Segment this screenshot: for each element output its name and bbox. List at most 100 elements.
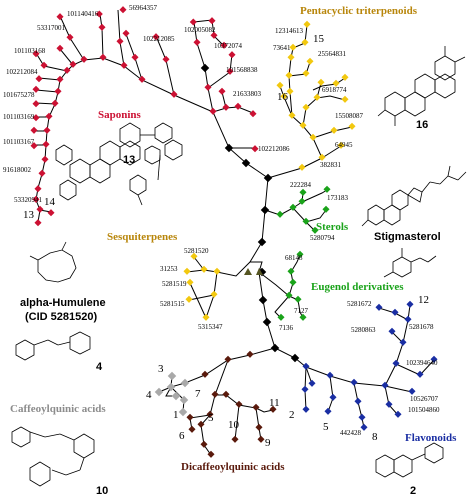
triterpenoid-node[interactable] <box>287 53 295 61</box>
core-node[interactable] <box>290 353 300 363</box>
node-13[interactable] <box>34 219 42 227</box>
eugenol-node[interactable] <box>296 250 304 258</box>
saponin-node[interactable] <box>99 53 107 61</box>
flavonoid-node[interactable] <box>416 370 424 378</box>
saponin-node[interactable] <box>131 53 139 61</box>
dicaffeoyl-node[interactable] <box>200 440 208 448</box>
saponin-node[interactable] <box>45 112 53 120</box>
triterpenoid-node[interactable] <box>302 69 310 77</box>
saponin-node[interactable] <box>36 205 44 213</box>
saponin-node[interactable] <box>162 55 170 63</box>
saponin-node[interactable] <box>138 75 146 83</box>
flavonoid-node[interactable] <box>406 300 414 308</box>
core-node[interactable] <box>258 295 268 305</box>
triterpenoid-node[interactable] <box>309 133 317 141</box>
saponin-node[interactable] <box>54 87 62 95</box>
node-102212084[interactable] <box>35 75 43 83</box>
sterol-node[interactable] <box>302 217 310 225</box>
caffeoyl-node[interactable] <box>166 382 176 392</box>
flavonoid-node[interactable] <box>360 423 368 431</box>
dicaffeoyl-node[interactable] <box>186 413 194 421</box>
flavonoid-node[interactable] <box>326 371 334 379</box>
flavonoid-node[interactable] <box>392 359 400 367</box>
flavonoid-node[interactable] <box>354 397 362 405</box>
sesquiterpene-node[interactable] <box>200 265 208 273</box>
sterol-node[interactable] <box>299 188 307 196</box>
node-56964357[interactable] <box>119 6 127 14</box>
flavonoid-node[interactable] <box>399 338 407 346</box>
eugenol-node[interactable] <box>285 291 293 299</box>
saponin-node[interactable] <box>120 61 128 69</box>
triterpenoid-node[interactable] <box>280 92 288 100</box>
sesquiterpene-node[interactable] <box>202 313 210 321</box>
dicaffeoyl-node[interactable] <box>231 435 239 443</box>
node-102212086[interactable] <box>251 145 259 153</box>
triterpenoid-node[interactable] <box>330 126 338 134</box>
core-node[interactable] <box>224 143 234 153</box>
node-102005082[interactable] <box>189 18 197 26</box>
saponin-node[interactable] <box>30 126 38 134</box>
node-53320941[interactable] <box>47 209 55 217</box>
caffeoyl-node[interactable] <box>178 407 188 417</box>
flavonoid-node[interactable] <box>394 410 402 418</box>
saponin-node[interactable] <box>222 103 230 111</box>
node-91618002[interactable] <box>34 185 42 193</box>
dicaffeoyl-node[interactable] <box>235 400 243 408</box>
dicaffeoyl-node[interactable] <box>255 423 263 431</box>
triterpenoid-node[interactable] <box>341 73 349 81</box>
saponin-node[interactable] <box>42 140 50 148</box>
dicaffeoyl-node[interactable] <box>246 350 254 358</box>
triterpenoid-node[interactable] <box>289 43 297 51</box>
flavonoid-node[interactable] <box>404 315 412 323</box>
triterpenoid-node[interactable] <box>341 95 349 103</box>
node-53317001[interactable] <box>56 13 64 21</box>
saponin-node[interactable] <box>218 87 226 95</box>
core-node[interactable] <box>241 158 251 168</box>
flavonoid-node[interactable] <box>430 355 438 363</box>
core-node[interactable] <box>257 237 267 247</box>
core-node[interactable] <box>270 343 280 353</box>
sesquiterpene-node[interactable] <box>183 267 191 275</box>
saponin-node[interactable] <box>210 31 218 39</box>
triterpenoid-node[interactable] <box>302 103 310 111</box>
root-triangle[interactable] <box>256 268 263 275</box>
dicaffeoyl-node[interactable] <box>206 410 214 418</box>
caffeoyl-node[interactable] <box>180 378 190 388</box>
triterpenoid-node[interactable] <box>285 71 293 79</box>
eugenol-node[interactable] <box>289 278 297 286</box>
flavonoid-node[interactable] <box>308 379 316 387</box>
triterpenoid-node[interactable] <box>317 78 325 86</box>
triterpenoid-node[interactable] <box>286 87 294 95</box>
node-101675278[interactable] <box>32 100 40 108</box>
flavonoid-node[interactable] <box>408 387 416 395</box>
core-node[interactable] <box>260 205 270 215</box>
caffeoyl-node[interactable] <box>167 371 177 381</box>
eugenol-node[interactable] <box>277 313 285 321</box>
saponin-node[interactable] <box>32 195 40 203</box>
sterol-node[interactable] <box>298 197 306 205</box>
core-node[interactable] <box>200 63 210 73</box>
root-triangle[interactable] <box>244 268 252 275</box>
flavonoid-node[interactable] <box>324 407 332 415</box>
sesquiterpene-node[interactable] <box>190 252 198 260</box>
flavonoid-node[interactable] <box>388 327 396 335</box>
caffeoyl-node[interactable] <box>179 395 189 405</box>
sterol-node[interactable] <box>276 210 284 218</box>
dicaffeoyl-node[interactable] <box>207 450 215 458</box>
node-101568838[interactable] <box>228 51 236 59</box>
caffeoyl-node[interactable] <box>154 387 164 397</box>
sterol-node[interactable] <box>323 185 331 193</box>
dicaffeoyl-node[interactable] <box>252 403 260 411</box>
triterpenoid-node[interactable] <box>313 93 321 101</box>
flavonoid-node[interactable] <box>381 381 389 389</box>
sesquiterpene-node[interactable] <box>210 290 218 298</box>
caffeoyl-node[interactable] <box>171 391 181 401</box>
triterpenoid-node[interactable] <box>303 20 311 28</box>
saponin-node[interactable] <box>234 102 242 110</box>
saponin-node[interactable] <box>41 155 49 163</box>
dicaffeoyl-node[interactable] <box>222 390 230 398</box>
node-101103167[interactable] <box>30 142 38 150</box>
dicaffeoyl-node[interactable] <box>257 435 265 443</box>
node-102212085[interactable] <box>152 33 160 41</box>
node-10372074[interactable] <box>208 17 216 25</box>
